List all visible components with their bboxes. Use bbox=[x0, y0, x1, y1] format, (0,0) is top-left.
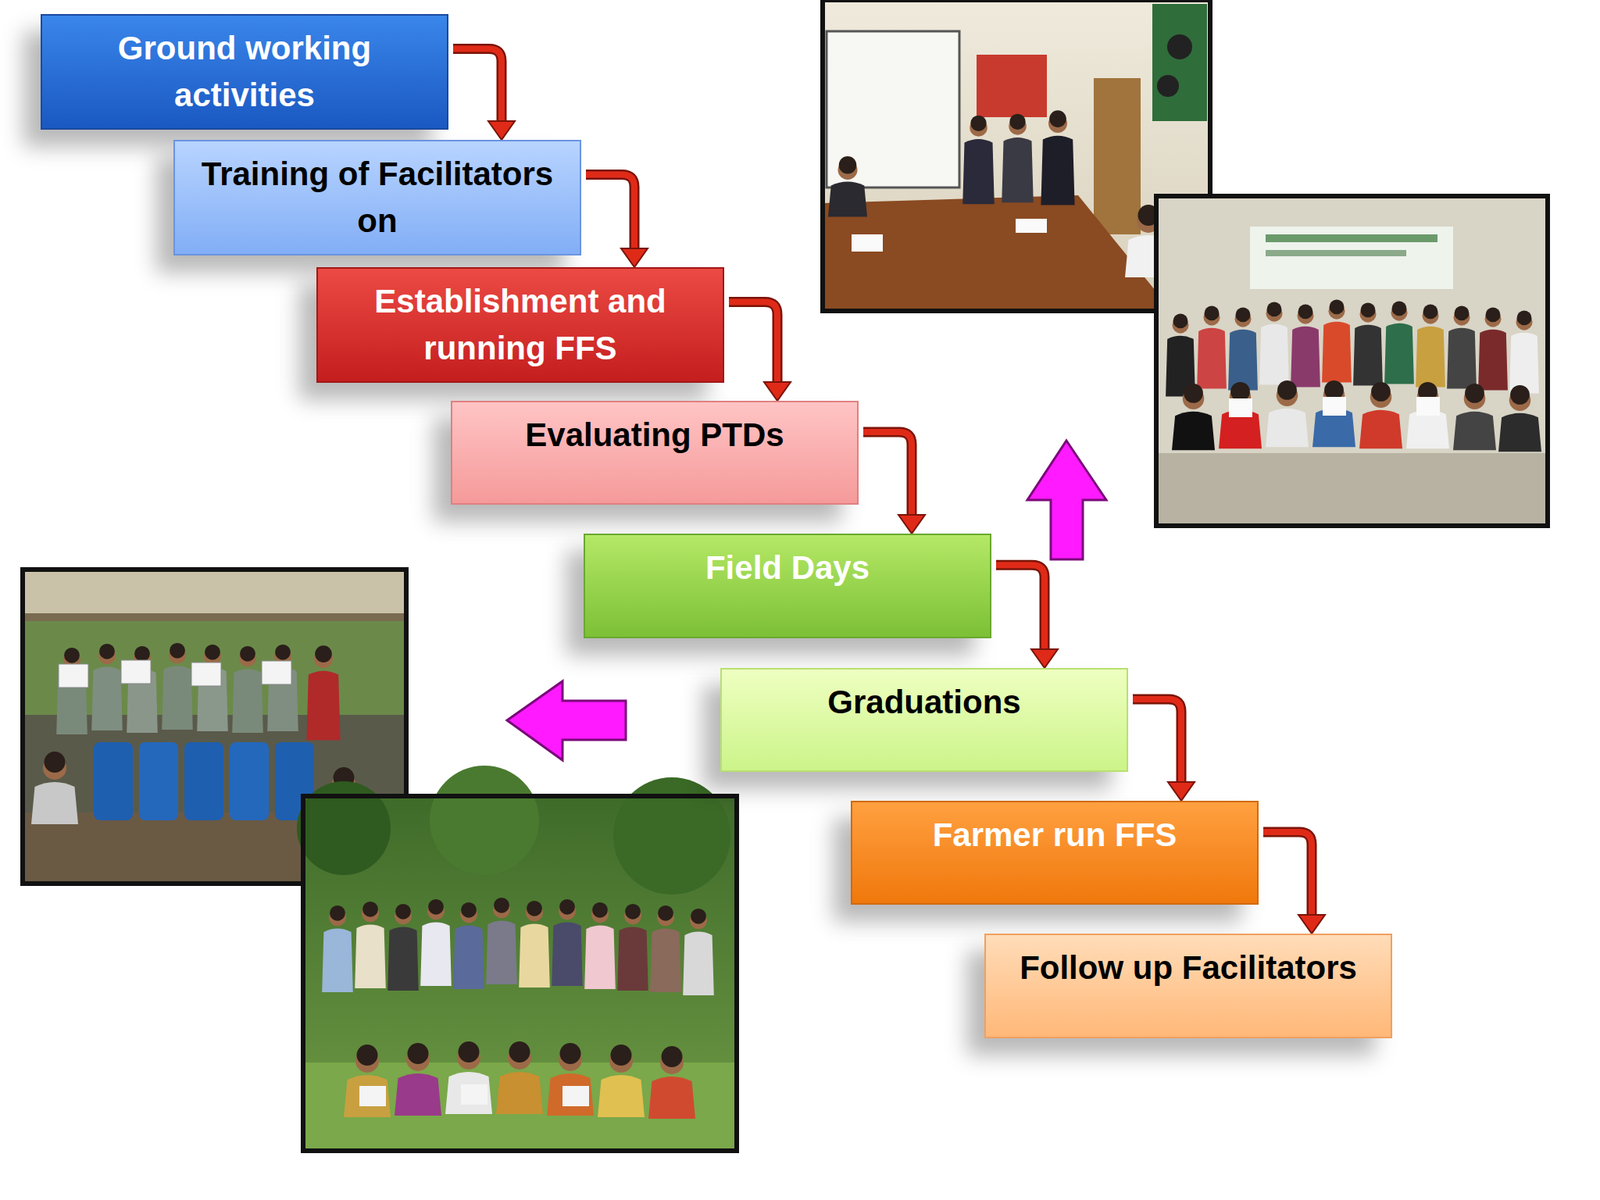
process-box: Establishment and running FFS bbox=[316, 267, 725, 383]
box-label: Farmer run FFS bbox=[932, 811, 1178, 859]
photo-barrels bbox=[22, 569, 407, 884]
flow-arrow bbox=[585, 174, 648, 268]
box-label: Graduations bbox=[827, 678, 1021, 726]
process-box: Graduations bbox=[720, 667, 1129, 772]
box-label: Evaluating PTDs bbox=[525, 411, 784, 459]
process-box: Ground working activities bbox=[40, 14, 449, 130]
flow-arrow bbox=[728, 301, 791, 401]
pointer-arrow-left bbox=[507, 681, 626, 761]
box-label: Establishment and running FFS bbox=[333, 278, 708, 372]
pointer-arrow-up bbox=[1027, 440, 1107, 560]
box-label: Follow up Facilitators bbox=[1019, 944, 1358, 992]
photo-outdoor-group bbox=[296, 765, 737, 1151]
photo-meeting bbox=[822, 0, 1211, 311]
process-box: Training of Facilitators on bbox=[173, 139, 582, 256]
process-box: Farmer run FFS bbox=[850, 800, 1259, 905]
process-box: Evaluating PTDs bbox=[450, 400, 859, 505]
flow-arrow bbox=[1132, 699, 1195, 801]
box-label: Ground working activities bbox=[57, 25, 432, 119]
box-label: Training of Facilitators on bbox=[190, 150, 565, 245]
flow-arrow bbox=[1263, 832, 1325, 934]
flow-arrow bbox=[863, 432, 925, 534]
process-box: Follow up Facilitators bbox=[984, 933, 1393, 1039]
flow-arrow bbox=[996, 564, 1058, 668]
process-box: Field Days bbox=[583, 533, 992, 639]
flow-arrow bbox=[453, 48, 515, 140]
box-label: Field Days bbox=[705, 544, 870, 592]
photo-indoor-group bbox=[1156, 196, 1548, 526]
